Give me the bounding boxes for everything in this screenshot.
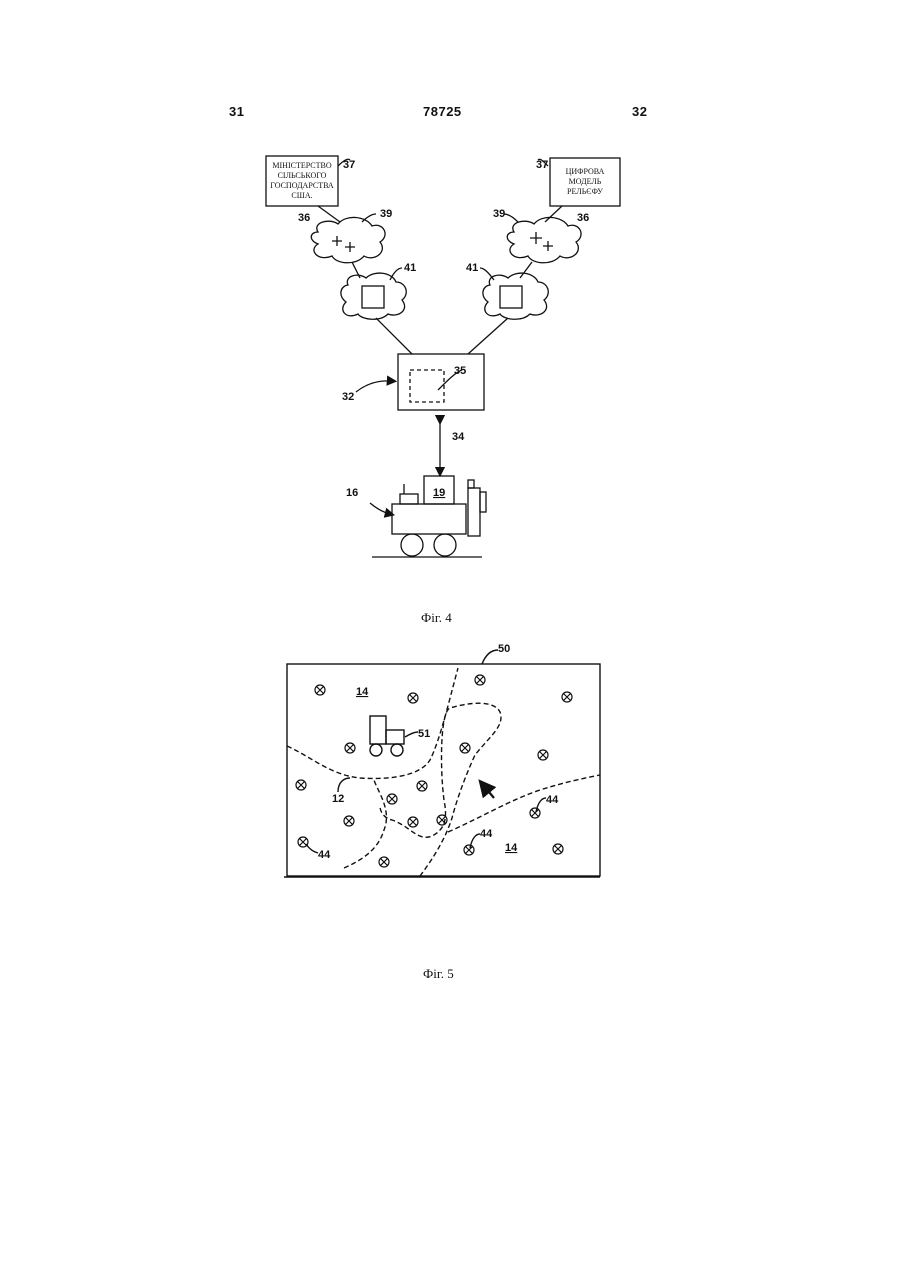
label-source-left: 37 (343, 159, 355, 171)
label-node-left: 41 (404, 262, 416, 274)
link-line (376, 318, 412, 354)
node-right-square (500, 286, 522, 308)
sample-marker-cross (347, 745, 354, 752)
label-node-right: 41 (466, 262, 478, 274)
link-line-left (318, 206, 340, 222)
field-map-frame (287, 664, 600, 876)
leader-line (306, 844, 318, 853)
leader-line (405, 732, 418, 737)
star-mark (345, 242, 355, 252)
boundary-line-12 (287, 668, 458, 778)
boundary-line (380, 703, 501, 876)
label-zone-bottom: 14 (505, 842, 518, 854)
label-wireless-link: 34 (452, 431, 465, 443)
link-line (468, 318, 508, 354)
field-vehicle (370, 716, 404, 756)
label-link-left: 36 (298, 212, 310, 224)
sample-marker-cross (477, 677, 484, 684)
node-left (341, 273, 406, 319)
sample-marker-cross (564, 694, 571, 701)
sample-marker-cross (555, 846, 562, 853)
sample-marker-cross (419, 783, 426, 790)
sample-marker-cross (466, 847, 473, 854)
source-box-right-line3: РЕЛЬЄФУ (567, 187, 603, 196)
source-box-right-line2: МОДЕЛЬ (569, 177, 602, 186)
source-box-left-line2: СІЛЬСЬКОГО (278, 171, 327, 180)
leader-line (338, 778, 350, 792)
source-box-left-line4: США. (291, 191, 312, 200)
label-vehicle-unit: 19 (433, 487, 445, 499)
label-zone-top: 14 (356, 686, 369, 698)
cloud-left (311, 217, 385, 262)
travel-direction-arrow (484, 786, 494, 798)
sample-marker-cross (317, 687, 324, 694)
label-marker-mid: 44 (480, 828, 493, 840)
figure-5-caption: Фіг. 5 (423, 966, 454, 982)
server-inner-module (410, 370, 444, 402)
boundary-line (344, 780, 386, 868)
sample-marker-cross (410, 819, 417, 826)
star-mark (530, 232, 542, 244)
leader-line (504, 214, 518, 222)
sample-marker-cross (300, 839, 307, 846)
label-vehicle: 16 (346, 487, 358, 499)
label-source-right: 37 (536, 159, 548, 171)
sample-marker-cross (410, 695, 417, 702)
node-right (483, 273, 548, 319)
sample-marker-cross (346, 818, 353, 825)
star-mark (332, 236, 342, 246)
label-link-right: 36 (577, 212, 589, 224)
label-server: 32 (342, 391, 354, 403)
star-mark (543, 241, 553, 251)
label-cloud-left: 39 (380, 208, 392, 220)
vehicle (372, 476, 486, 557)
sample-marker-cross (381, 859, 388, 866)
sample-marker-cross (540, 752, 547, 759)
boundary-line (448, 775, 600, 832)
figure-5 (284, 650, 600, 877)
label-field: 50 (498, 643, 510, 655)
sample-marker-cross (298, 782, 305, 789)
link-line (520, 262, 532, 278)
vehicle-pointer-arrow (370, 503, 390, 514)
label-cloud-right: 39 (493, 208, 505, 220)
label-server-inner: 35 (454, 365, 466, 377)
sample-marker-cross (532, 810, 539, 817)
node-left-square (362, 286, 384, 308)
sample-marker-cross (462, 745, 469, 752)
leader-line (390, 268, 402, 280)
source-box-right-line1: ЦИФРОВА (566, 167, 605, 176)
label-boundary: 12 (332, 793, 344, 805)
source-box-left-line3: ГОСПОДАРСТВА (270, 181, 334, 190)
label-marker-right: 44 (546, 794, 559, 806)
leader-line (362, 214, 376, 222)
leader-line (482, 650, 498, 664)
figure-4-caption: Фіг. 4 (421, 610, 452, 626)
sample-marker-cross (389, 796, 396, 803)
cloud-right (507, 217, 581, 262)
sample-markers (296, 675, 572, 867)
source-box-left-line1: МІНІСТЕРСТВО (272, 161, 331, 170)
server-pointer-arrow (356, 381, 392, 392)
label-marker-left: 44 (318, 849, 331, 861)
leader-line (480, 268, 494, 280)
label-field-vehicle: 51 (418, 728, 430, 740)
